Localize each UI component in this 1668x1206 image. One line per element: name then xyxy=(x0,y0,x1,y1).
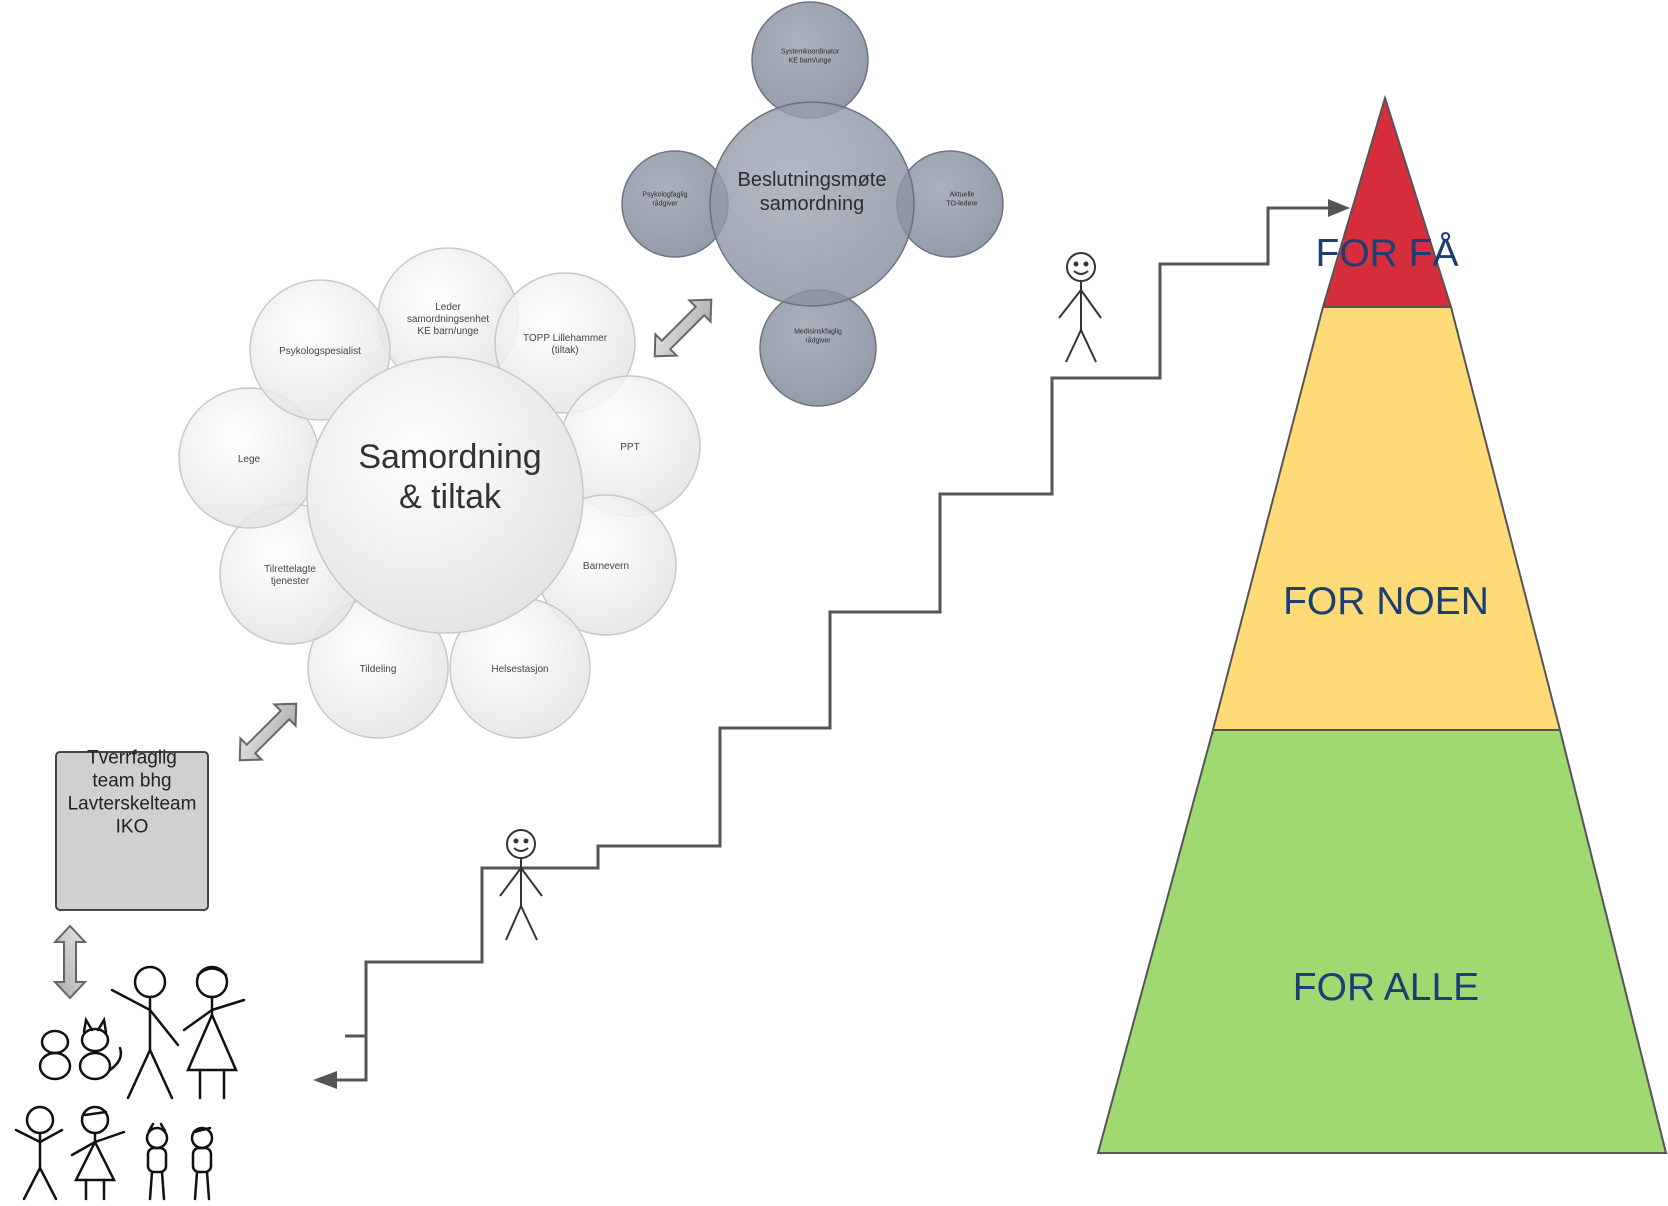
family-sketch xyxy=(14,965,246,1201)
double-arrow-vertical xyxy=(52,924,88,1000)
coordination-member-label: Psykologspesialist xyxy=(279,346,361,357)
pyramid-label-for-fa: FOR FÅ xyxy=(1316,231,1459,275)
coordination-member-bubble xyxy=(494,272,636,414)
pyramid-level-for-alle xyxy=(1096,729,1668,1154)
staircase xyxy=(313,199,1350,1089)
coordination-member-label: TOPP Lillehammer(tiltak) xyxy=(523,333,608,356)
pyramid-level-for-fa xyxy=(1321,94,1453,308)
coordination-member-label: Helsestasjon xyxy=(491,664,548,675)
coordination-member-bubble xyxy=(249,279,391,421)
pyramid-level-for-noen xyxy=(1211,306,1562,731)
stick-figure-top xyxy=(1058,252,1102,363)
coordination-member-label: Barnevern xyxy=(583,561,629,572)
coordination-member-label: PPT xyxy=(620,442,639,453)
coordination-center-label: Samordning& tiltak xyxy=(358,438,541,516)
decision-bubble-bottom xyxy=(759,289,877,407)
coordination-center-bubble xyxy=(306,356,584,634)
double-arrow-middle xyxy=(238,702,298,762)
coordination-member-label: Tildeling xyxy=(360,664,397,675)
coordination-member-label: Lege xyxy=(238,454,261,465)
stair-arrowhead-bottom xyxy=(313,1071,337,1089)
pyramid: FOR FÅ FOR NOEN FOR ALLE xyxy=(1096,94,1668,1154)
pyramid-label-for-noen: FOR NOEN xyxy=(1283,580,1489,623)
decision-bubble-center xyxy=(709,101,915,307)
double-arrow-upper xyxy=(653,298,713,358)
stick-figure-bottom xyxy=(499,829,543,941)
pyramid-label-for-alle: FOR ALLE xyxy=(1293,966,1479,1009)
stair-arrowhead-top xyxy=(1328,199,1350,217)
